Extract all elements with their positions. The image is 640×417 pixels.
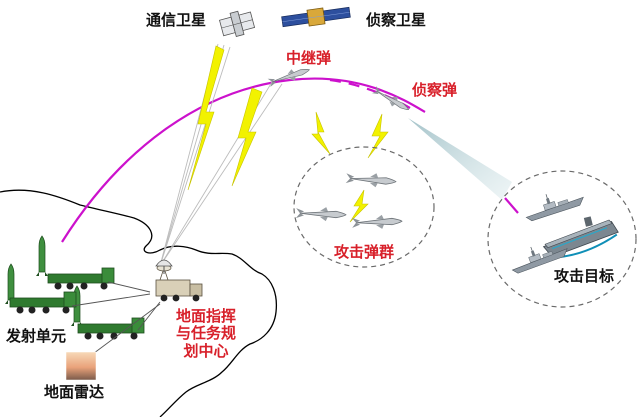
coastline xyxy=(0,189,278,417)
swarm-missile-3 xyxy=(351,213,403,231)
lightning-bolts xyxy=(187,45,389,223)
aircraft-carrier xyxy=(542,216,619,259)
label-recon-missile: 侦察弹 xyxy=(412,81,458,99)
label-comm-satellite: 通信卫星 xyxy=(146,11,207,29)
launch-rocket-1 xyxy=(35,235,49,277)
label-ground-radar: 地面雷达 xyxy=(44,383,105,401)
recon-missile xyxy=(370,84,412,115)
swarm-circle xyxy=(293,146,435,268)
ground-radar-image xyxy=(65,351,97,381)
label-attack-swarm: 攻击弹群 xyxy=(334,243,395,261)
dish-antenna xyxy=(155,259,173,274)
recon-beam xyxy=(408,118,512,200)
swarm-missile-2 xyxy=(295,205,347,223)
command-vehicle xyxy=(155,264,203,302)
recon-satellite xyxy=(281,6,351,28)
label-attack-target: 攻击目标 xyxy=(554,267,615,285)
launcher-truck-3 xyxy=(77,317,145,340)
label-launch-unit: 发射单元 xyxy=(6,327,67,345)
label-command-center: 地面指挥与任务规划中心 xyxy=(175,307,236,360)
swarm-missile-1 xyxy=(345,170,397,190)
relay-missile xyxy=(266,63,312,89)
launcher-truck-2 xyxy=(9,291,77,314)
network-lines xyxy=(71,281,161,363)
label-relay-missile: 中继弹 xyxy=(286,49,332,67)
label-recon-satellite: 侦察卫星 xyxy=(366,11,427,29)
target-circle xyxy=(487,170,637,308)
launcher-truck-1 xyxy=(47,267,115,290)
comm-satellite xyxy=(219,10,256,37)
trajectory-arc xyxy=(61,77,426,243)
data-links xyxy=(159,43,283,267)
trajectory-terminal xyxy=(504,197,519,214)
destroyer-top xyxy=(520,183,586,223)
